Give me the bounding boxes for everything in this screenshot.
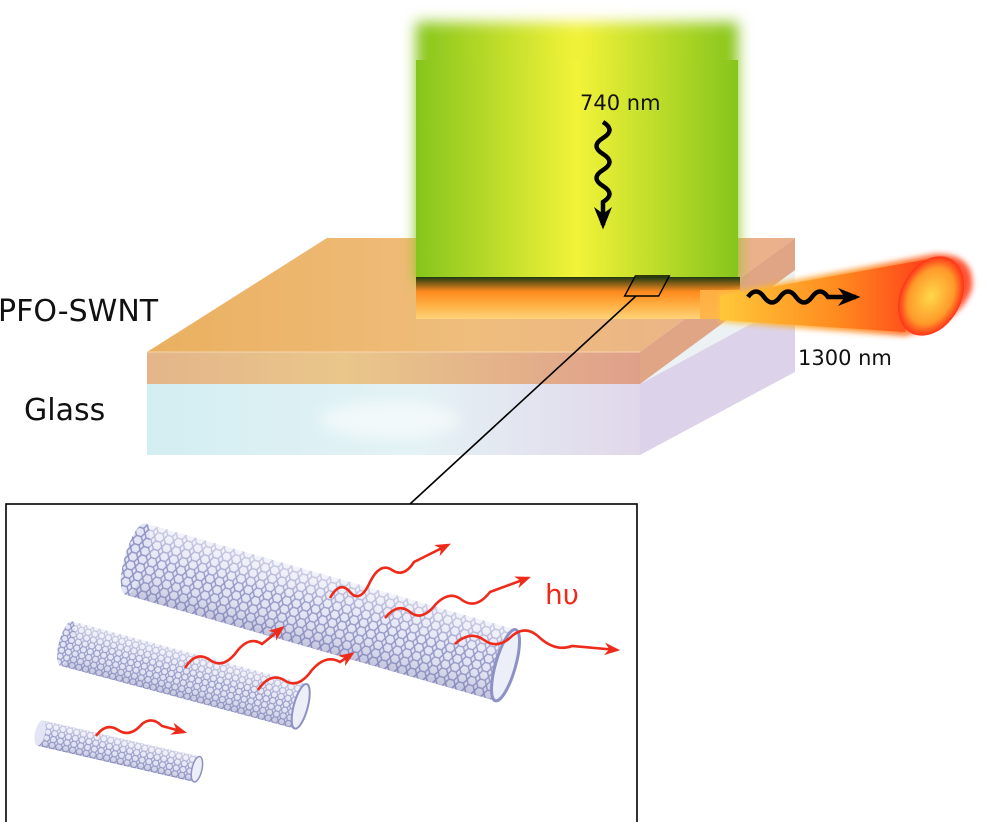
label-photon-energy: hυ bbox=[545, 578, 579, 611]
label-pump-wavelength: 740 nm bbox=[580, 91, 661, 115]
photon-arrow-icon bbox=[94, 719, 188, 737]
zoom-marker bbox=[623, 275, 671, 297]
wavy-arrow-right-icon bbox=[746, 288, 861, 306]
nanotube-large bbox=[120, 523, 522, 703]
label-glass: Glass bbox=[24, 393, 106, 428]
zoom-leader-line bbox=[409, 295, 637, 505]
wavy-arrow-down-icon bbox=[594, 120, 612, 230]
photon-arrow-icon bbox=[383, 576, 531, 619]
photon-arrows bbox=[94, 543, 621, 737]
label-emission-wavelength: 1300 nm bbox=[798, 346, 892, 370]
photon-arrow-icon bbox=[183, 626, 285, 669]
nanotube-medium bbox=[57, 621, 311, 730]
photon-arrow-icon bbox=[454, 629, 621, 656]
photon-arrow-icon bbox=[328, 543, 451, 599]
excitation-strip bbox=[416, 277, 740, 319]
photon-arrow-icon bbox=[256, 652, 355, 691]
nanotube-small bbox=[34, 720, 204, 783]
label-pfo-swnt: PFO-SWNT bbox=[0, 294, 159, 329]
pump-beam bbox=[416, 22, 738, 282]
